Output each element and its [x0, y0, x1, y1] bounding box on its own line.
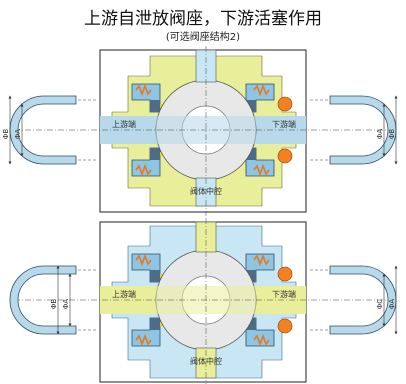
- bottom-cavity-label: 阀体中腔: [190, 356, 222, 366]
- bottom-right-dim-c: ΦC: [376, 299, 384, 310]
- top-right-dim-b: ΦB: [388, 129, 396, 140]
- top-spring-icons: [135, 83, 270, 177]
- bottom-left-dim-a: ΦA: [62, 299, 70, 310]
- top-oring-icon: [277, 96, 293, 112]
- top-left-dim-b: ΦB: [2, 129, 10, 140]
- bottom-right-u-ring: [329, 265, 397, 335]
- top-cavity-label: 阀体中腔: [190, 186, 222, 196]
- bottom-valve-section: 上游端 下游端 阀体中腔 ΦB ΦA ΦC ΦA: [9, 218, 398, 384]
- bottom-left-dim-b: ΦB: [50, 299, 58, 310]
- bottom-right-dim-a: ΦA: [388, 299, 396, 310]
- top-valve-section: 上游端 下游端 阀体中腔 ΦB ΦA ΦA ΦB: [2, 46, 398, 216]
- bottom-upstream-label: 上游端: [112, 289, 136, 299]
- bottom-left-u-ring: [9, 265, 77, 335]
- bottom-oring-icon: [277, 266, 293, 282]
- top-left-dim-a: ΦA: [14, 129, 22, 140]
- top-right-u-ring: [329, 95, 397, 165]
- diagram-title: 上游自泄放阀座，下游活塞作用: [84, 9, 322, 29]
- bottom-downstream-label: 下游端: [272, 289, 296, 299]
- bottom-spring-icons: [135, 253, 270, 347]
- top-left-u-ring: [9, 95, 77, 165]
- top-right-dim-a: ΦA: [376, 129, 384, 140]
- diagram-subtitle: (可选阀座结构2): [166, 30, 240, 43]
- top-upstream-label: 上游端: [112, 119, 136, 129]
- top-downstream-label: 下游端: [272, 119, 296, 129]
